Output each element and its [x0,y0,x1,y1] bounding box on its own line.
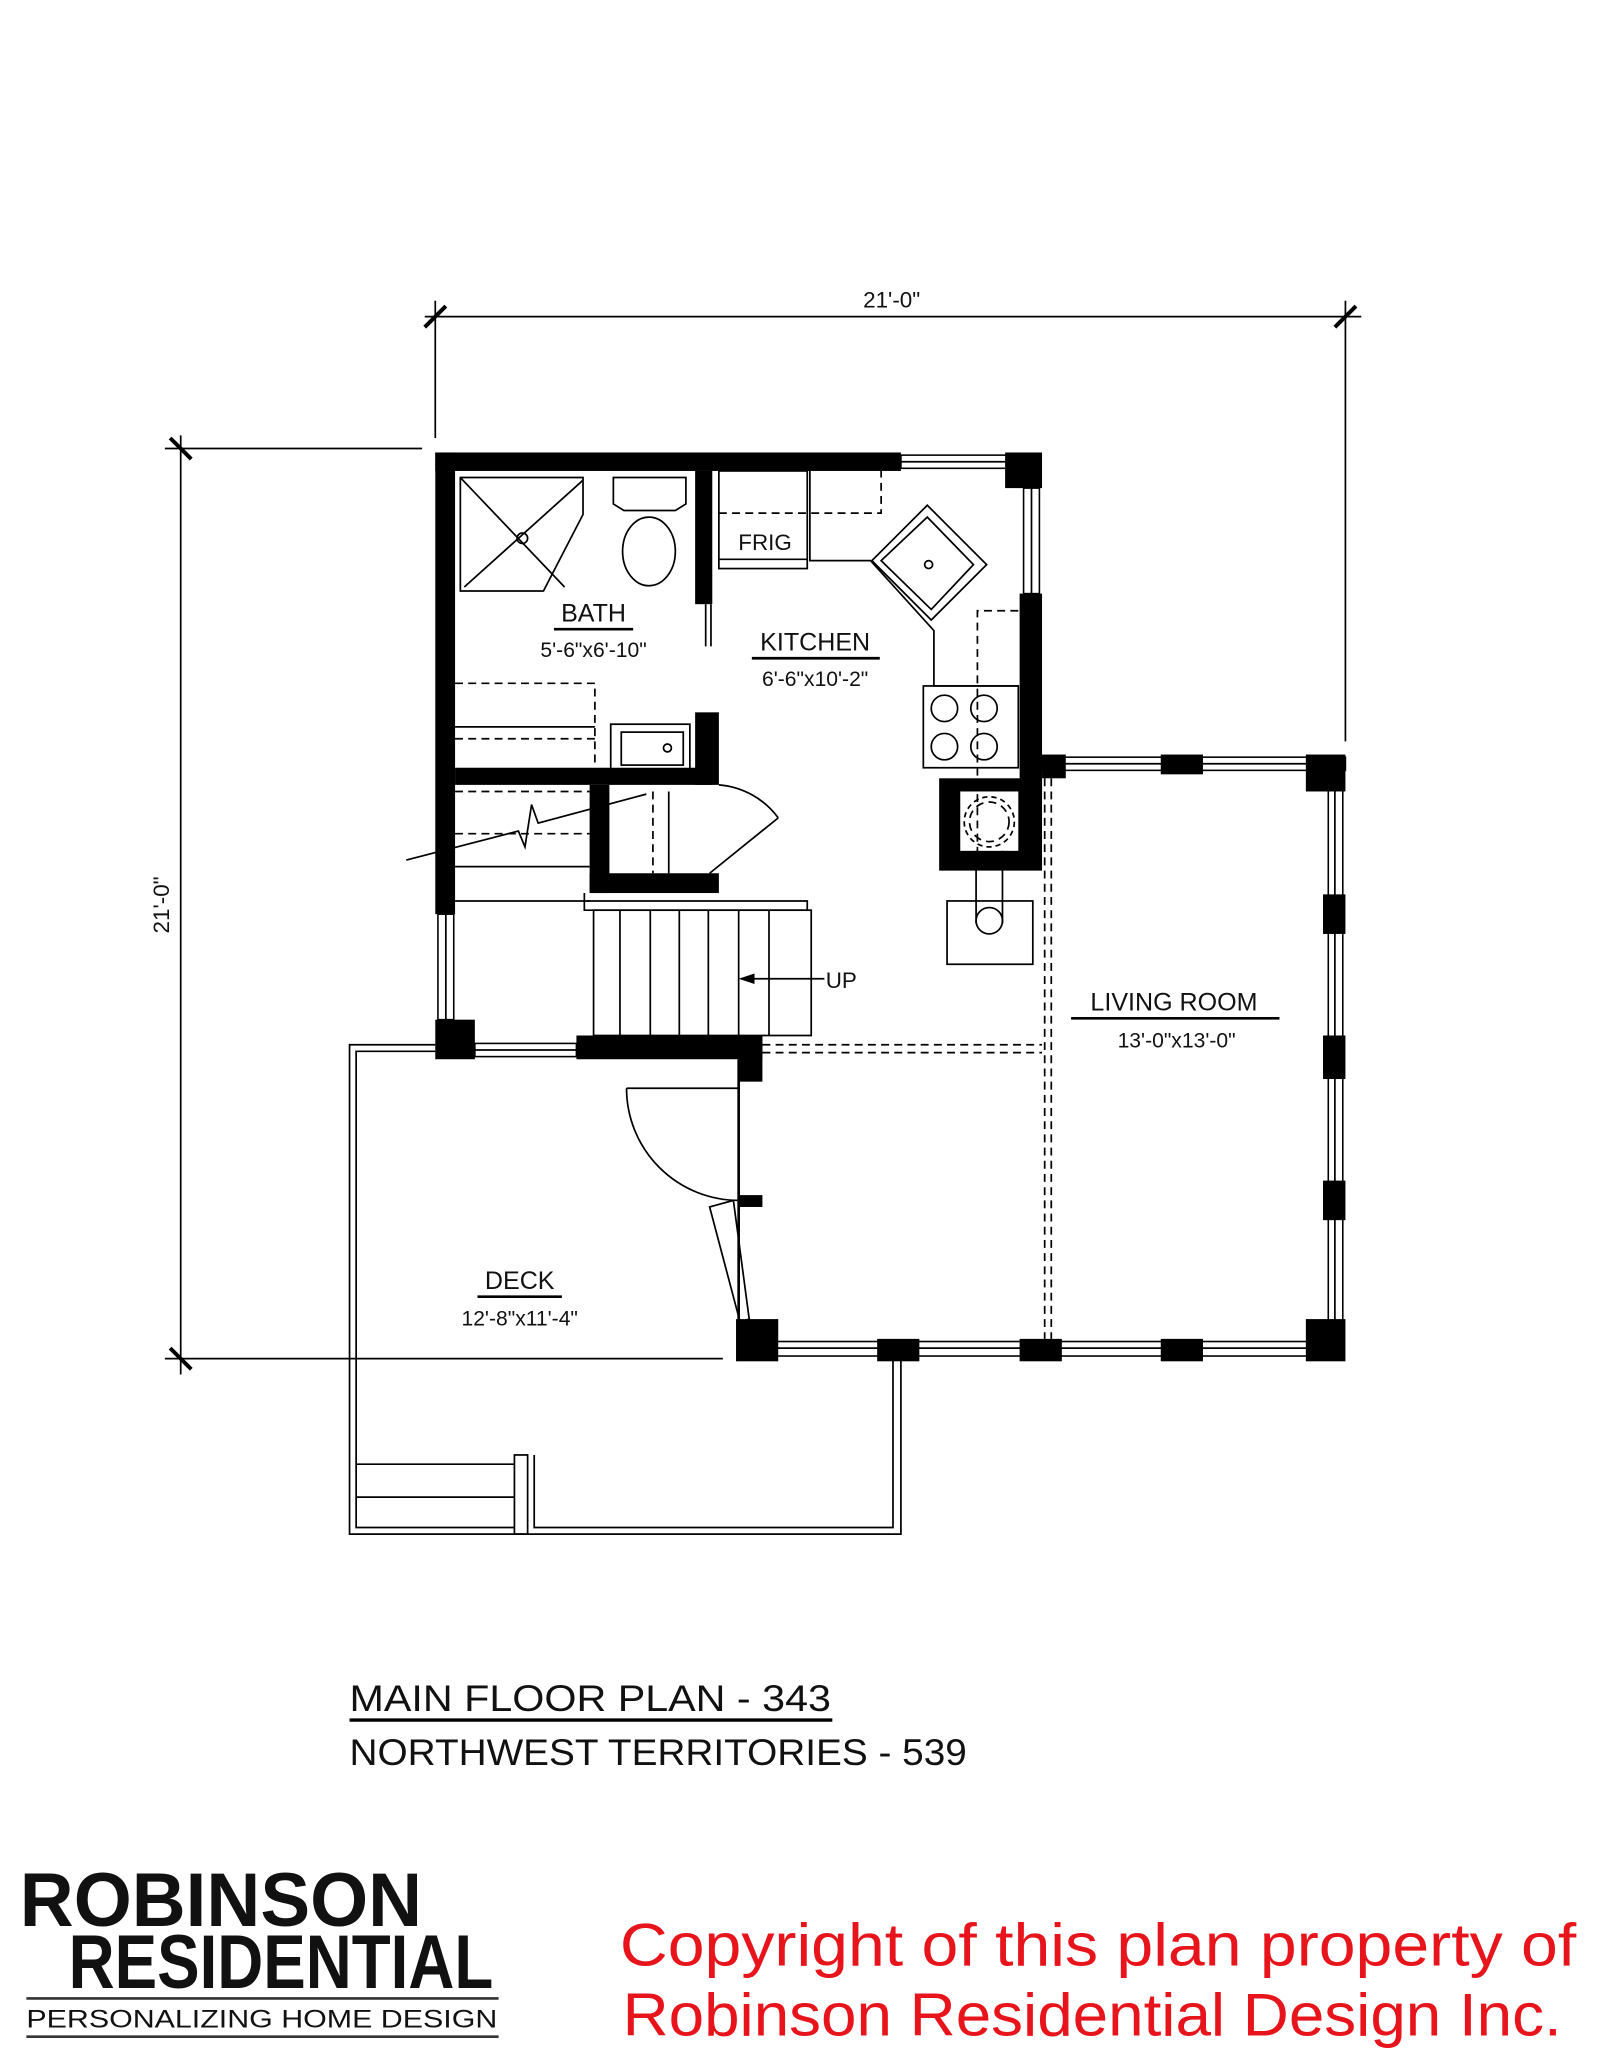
beams [762,778,1053,1339]
kitchen-label: KITCHEN [760,628,870,656]
living-room-label: LIVING ROOM [1090,988,1257,1016]
walls [435,452,1346,1362]
staircase: UP [583,893,857,1037]
company-logo: ROBINSON RESIDENTIAL PERSONALIZING HOME … [20,1858,499,2038]
logo-line2: RESIDENTIAL [69,1920,494,2005]
room-labels: BATH 5'-6"x6'-10" KITCHEN 6'-6"x10'-2" L… [461,599,1280,1331]
closet [406,784,779,902]
bath-sink-icon [609,723,691,772]
toilet-icon [612,476,687,512]
depth-dimension-label: 21'-0" [149,876,174,933]
shower-icon [459,476,584,592]
windows [437,454,1347,1357]
stair-up-label: UP [826,968,857,993]
entry-door [625,1087,751,1323]
width-dimension-label: 21'-0" [863,287,920,312]
deck-outline [348,1043,902,1535]
logo-tagline: PERSONALIZING HOME DESIGN [26,2005,497,2033]
deck-size: 12'-8"x11'-4" [461,1308,577,1331]
plan-title: MAIN FLOOR PLAN - 343 [350,1678,831,1719]
kitchen-size: 6'-6"x10'-2" [762,668,868,691]
bath-fixtures [455,476,712,772]
frig-label: FRIG [738,530,792,555]
kitchen-fixtures: FRIG [718,470,1034,966]
copyright-notice: Copyright of this plan property of Robin… [620,1910,1576,2048]
copyright-line1: Copyright of this plan property of [620,1910,1576,1978]
depth-dimension: 21'-0" [149,435,723,1375]
stove-icon [968,801,1010,843]
deck-label: DECK [485,1267,555,1295]
living-room-size: 13'-0"x13'-0" [1118,1029,1236,1052]
logo-line1: ROBINSON [20,1858,422,1943]
range-icon [922,685,1020,769]
plan-model-name: NORTHWEST TERRITORIES - 539 [350,1732,967,1773]
plan-title-block: MAIN FLOOR PLAN - 343 NORTHWEST TERRITOR… [350,1678,967,1773]
kitchen-sink-icon [870,504,988,622]
copyright-line2: Robinson Residential Design Inc. [623,1980,1562,2048]
bath-label: BATH [561,599,626,627]
bath-size: 5'-6"x6'-10" [540,639,646,662]
width-dimension: 21'-0" [423,287,1362,742]
